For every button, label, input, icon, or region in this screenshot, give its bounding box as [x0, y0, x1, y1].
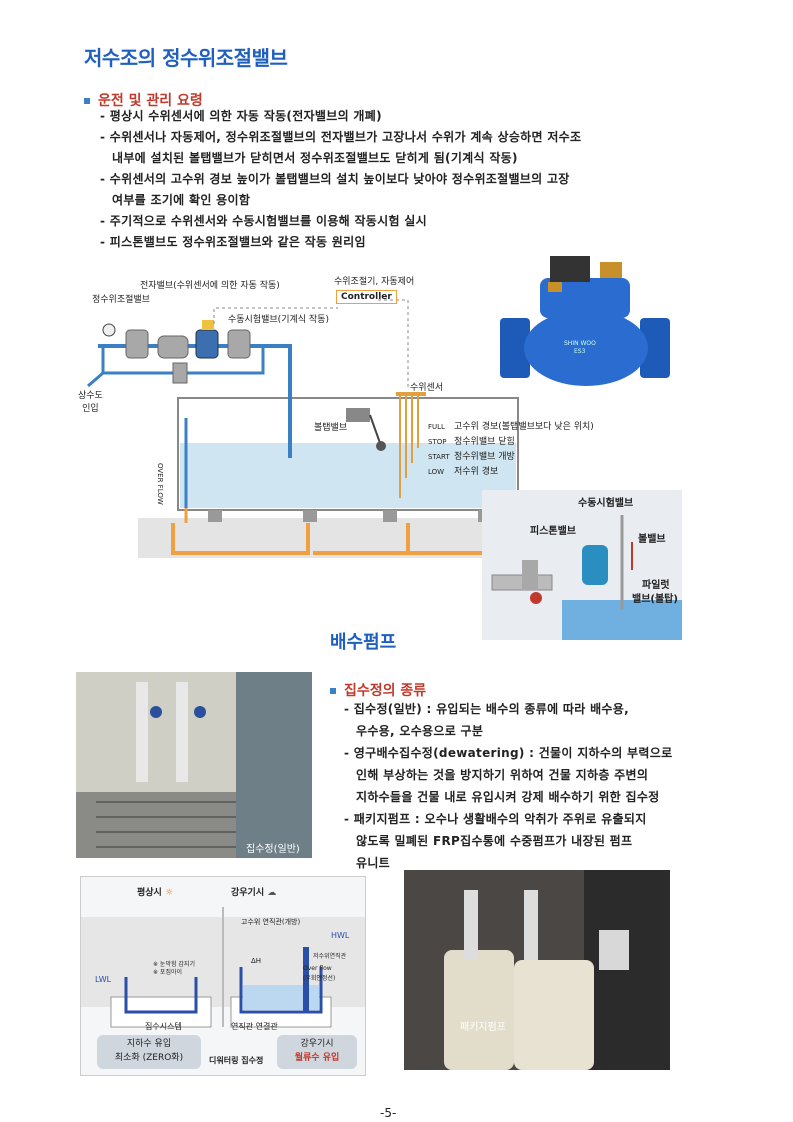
label-rain: 강우기시 ☁ [231, 888, 277, 898]
page-number: -5- [380, 1106, 397, 1120]
rain-cloud-icon: ☁ [267, 888, 277, 898]
sump-line: - 영구배수집수정(dewatering) : 건물이 지하수의 부력으로 [344, 746, 673, 760]
bullet-square-icon [330, 688, 336, 694]
label-collect: 집수시스템 [145, 1022, 182, 1031]
label-normal: 평상시 ☼ [137, 888, 174, 898]
package-pump-photo: 패키지펌프 [404, 870, 670, 1070]
dewatering-diagram: 평상시 ☼ 강우기시 ☁ 고수위 연직관(개방) HWL LWL ※ 눈막힘 감… [80, 876, 366, 1076]
label-overflow-3: (우회안정선) [303, 975, 336, 982]
label-vertical-pipe: 고수위 연직관(개방) [241, 918, 301, 926]
valve-brand: SHIN WOO [564, 340, 596, 347]
label-link: 연직관 연결관 [231, 1022, 278, 1031]
controller-box: Controller [336, 290, 397, 304]
sump-line: 유니트 [356, 856, 391, 870]
label-ball-valve: 볼탭밸브 [314, 423, 348, 433]
sump-list: - 집수정(일반) : 유입되는 배수의 종류에 따라 배수용, 우수용, 오수… [344, 698, 744, 874]
dewatering-illustration [81, 907, 365, 1028]
label-const-valve: 정수위조절밸브 [92, 295, 150, 305]
page-title: 저수조의 정수위조절밸브 [84, 46, 288, 70]
label-sensor: ※ 눈막힘 감지기 [153, 961, 195, 968]
sun-icon: ☼ [164, 888, 174, 898]
label-manual-valve: 수동시험밸브(기계식 작동) [228, 315, 329, 325]
piston-valve-illustration [491, 515, 682, 640]
label-overflow: OVER FLOW [156, 463, 164, 505]
label-regulator: 수위조절기, 자동제어 [334, 277, 415, 287]
section-title-pump: 배수펌프 [330, 632, 397, 653]
blue-valve-image [500, 256, 670, 386]
dewatering-caption: 디워터링 집수정 [209, 1056, 264, 1065]
operation-list: - 평상시 수위센서에 의한 자동 작동(전자밸브의 개폐) - 수위센서나 자… [100, 106, 720, 253]
package-pump-image [404, 870, 670, 1070]
label-solenoid: 전자밸브(수위센서에 의한 자동 작동) [140, 281, 280, 291]
sump-photo-caption: 집수정(일반) [246, 844, 300, 855]
label-pilot-1: 파일럿 [642, 580, 670, 591]
label-lwl: LWL [95, 975, 112, 984]
operation-line: 내부에 설치된 볼탭밸브가 닫히면서 정수위조절밸브도 닫히게 됨(기계식 작동… [112, 151, 518, 165]
label-level-sensor: 수위센서 [410, 383, 444, 393]
operation-line: - 주기적으로 수위센서와 수동시험밸브를 이용해 작동시험 실시 [100, 214, 427, 228]
sump-image [76, 672, 312, 858]
operation-line: 여부를 조기에 확인 용이함 [112, 193, 251, 207]
operation-line: - 피스톤밸브도 정수위조절밸브와 같은 작동 원리임 [100, 235, 366, 249]
sump-line: 않도록 밀폐된 FRP집수통에 수중펌프가 내장된 펌프 [356, 834, 633, 848]
label-piston: 피스톤밸브 [530, 526, 576, 537]
operation-line: - 수위센서나 자동제어, 정수위조절밸브의 전자밸브가 고장나서 수위가 계속… [100, 130, 582, 144]
label-overflow-2: Over flow [303, 965, 332, 972]
label-sensor-2: ※ 포집아이 [153, 969, 183, 976]
operation-line: - 수위센서의 고수위 경보 높이가 볼탭밸브의 설치 높이보다 낮아야 정수위… [100, 172, 570, 186]
label-pilot-2: 밸브(볼탑) [632, 594, 678, 605]
operation-line: - 평상시 수위센서에 의한 자동 작동(전자밸브의 개폐) [100, 109, 382, 123]
label-high-pipe: 저수위연직관 [313, 953, 347, 960]
sump-line: - 패키지펌프 : 오수나 생활배수의 악취가 주위로 유출되지 [344, 812, 647, 826]
section-heading-sump: 집수정의 종류 [330, 680, 426, 700]
section-heading-operation: 운전 및 관리 요령 [84, 90, 203, 110]
bullet-square-icon [84, 98, 90, 104]
label-ball: 볼밸브 [638, 534, 666, 545]
sump-photo: 집수정(일반) [76, 672, 312, 858]
sump-line: - 집수정(일반) : 유입되는 배수의 종류에 따라 배수용, [344, 702, 629, 716]
sump-line: 우수용, 오수용으로 구분 [356, 724, 484, 738]
sump-line: 지하수들을 건물 내로 유입시켜 강제 배수하기 위한 집수정 [356, 790, 660, 804]
valve-model: ES3 [574, 348, 586, 355]
sump-line: 인해 부상하는 것을 방지하기 위하여 건물 지하층 주변의 [356, 768, 649, 782]
label-manual-test: 수동시험밸브 [578, 498, 634, 509]
label-hwl: HWL [331, 931, 350, 940]
label-dh: ΔH [251, 957, 262, 965]
valve-photo: SHIN WOO ES3 [490, 248, 682, 398]
package-pump-caption: 패키지펌프 [460, 1022, 506, 1033]
piston-valve-diagram: 수동시험밸브 피스톤밸브 볼밸브 파일럿 밸브(볼탑) [482, 490, 682, 640]
